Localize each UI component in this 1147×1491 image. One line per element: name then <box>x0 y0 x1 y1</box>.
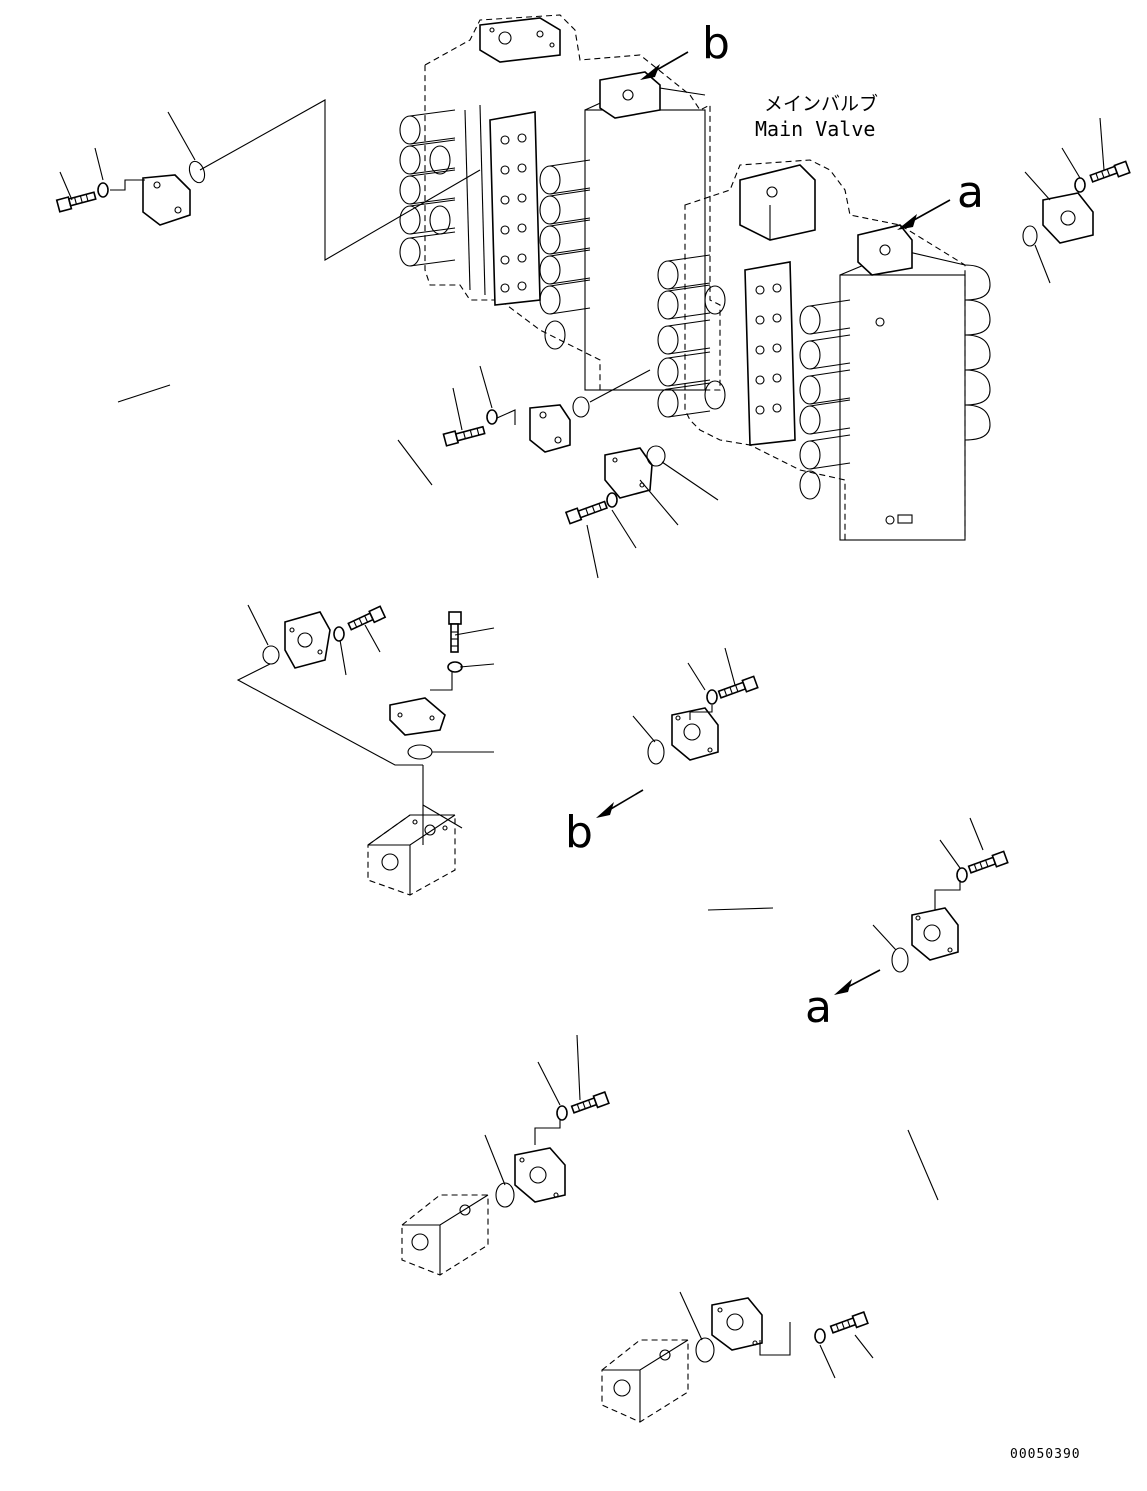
main-valve-label-jp: メインバルブ <box>764 92 878 115</box>
pipe-lower-b <box>514 684 848 1203</box>
bolts <box>55 160 1131 1344</box>
callout-arrows <box>596 51 951 995</box>
main-valve-label-en: Main Valve <box>755 117 875 141</box>
leader-lines <box>59 99 1105 1379</box>
drawing-code: 00050390 <box>1010 1447 1081 1462</box>
pipe-middle <box>389 404 571 736</box>
port-block-b <box>401 1194 489 1276</box>
callout-a-bottom: a <box>805 982 832 1033</box>
pipe-lower-a <box>711 859 1118 1351</box>
main-valve-lower <box>657 159 991 541</box>
pipe-upper-left <box>100 174 331 669</box>
port-block-a <box>601 1339 689 1423</box>
main-valve-upper <box>399 14 721 391</box>
callout-b-bottom: b <box>565 807 593 858</box>
blind-flange <box>604 447 653 499</box>
o-rings <box>188 160 1038 1363</box>
callout-b-top: b <box>702 18 730 69</box>
port-block-middle <box>367 765 463 896</box>
callout-a-top: a <box>957 167 984 218</box>
